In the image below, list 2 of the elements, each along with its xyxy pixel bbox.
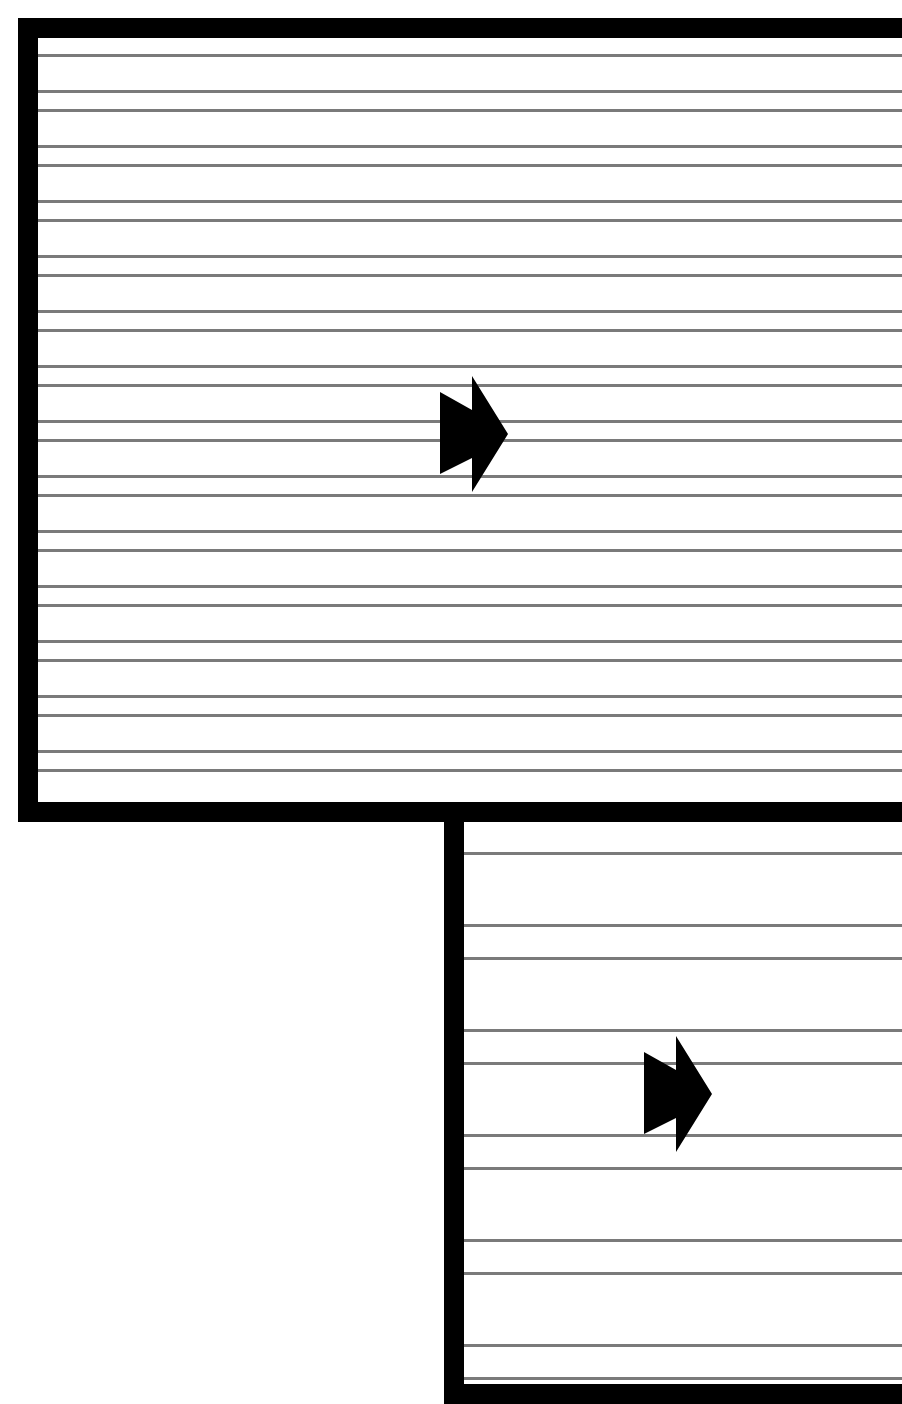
room-outline <box>444 822 902 1404</box>
room-outline <box>18 18 902 822</box>
